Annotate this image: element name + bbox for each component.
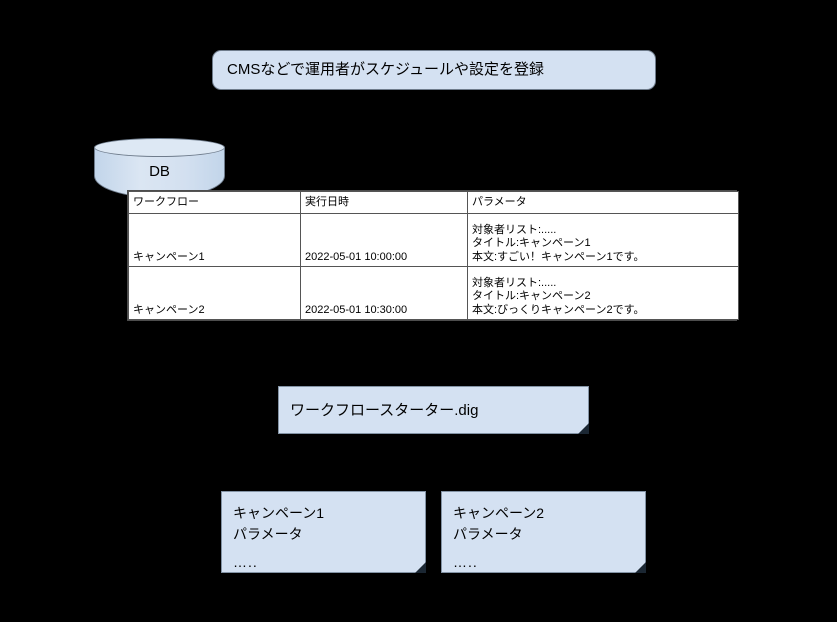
note-title: ワークフロースターター.dig (290, 402, 479, 419)
param-line-title: タイトル:キャンペーン1 (472, 237, 591, 250)
param-line-target-list: 対象者リスト:..... (472, 276, 557, 289)
note-title: キャンペーン2 (453, 505, 545, 521)
column-header-datetime: 実行日時 (300, 191, 468, 214)
note-subtitle: パラメータ (233, 526, 303, 543)
note-body (221, 491, 426, 573)
table-row[interactable]: キャンペーン1 2022-05-01 10:00:00 対象者リスト:.....… (128, 213, 739, 267)
cell-datetime: 2022-05-01 10:30:00 (300, 266, 468, 320)
cell-datetime: 2022-05-01 10:00:00 (300, 213, 468, 267)
database-cylinder-top-ellipse (94, 138, 225, 157)
note-body (441, 491, 646, 573)
database-cylinder[interactable]: DB (94, 138, 225, 198)
cell-workflow: キャンペーン1 (128, 213, 301, 267)
note-text-group: キャンペーン2 パラメータ ….. (453, 503, 634, 573)
note-title: キャンペーン1 (233, 505, 325, 521)
process-box-label: CMSなどで運用者がスケジュールや設定を登録 (227, 60, 544, 78)
cell-parameters: 対象者リスト:..... タイトル:キャンペーン1 本文:すごい！キャンペーン1… (467, 213, 739, 267)
workflow-table: ワークフロー 実行日時 パラメータ キャンペーン1 2022-05-01 10:… (127, 190, 739, 321)
note-text-group: ワークフロースターター.dig (290, 399, 577, 422)
column-header-parameters: パラメータ (467, 191, 739, 214)
note-ellipsis: ….. (453, 553, 478, 570)
column-header-workflow: ワークフロー (128, 191, 301, 214)
param-line-body: 本文:すごい！キャンペーン1です。 (472, 250, 645, 263)
cell-parameters: 対象者リスト:..... タイトル:キャンペーン2 本文:びっくりキャンペーン2… (467, 266, 739, 320)
table-header-row: ワークフロー 実行日時 パラメータ (128, 191, 739, 214)
note-body (278, 386, 589, 434)
note-campaign-2[interactable]: キャンペーン2 パラメータ ….. (441, 491, 646, 573)
table-row[interactable]: キャンペーン2 2022-05-01 10:30:00 対象者リスト:.....… (128, 266, 739, 320)
note-folded-corner-icon (415, 562, 426, 573)
param-line-body: 本文:びっくりキャンペーン2です。 (472, 303, 645, 316)
note-ellipsis: ….. (233, 553, 258, 570)
param-line-target-list: 対象者リスト:..... (472, 223, 557, 236)
database-label: DB (149, 163, 170, 180)
process-box-cms-registration[interactable]: CMSなどで運用者がスケジュールや設定を登録 (212, 50, 656, 90)
cell-workflow: キャンペーン2 (128, 266, 301, 320)
note-campaign-1[interactable]: キャンペーン1 パラメータ ….. (221, 491, 426, 573)
note-text-group: キャンペーン1 パラメータ ….. (233, 503, 414, 573)
note-folded-corner-icon (635, 562, 646, 573)
note-subtitle: パラメータ (453, 526, 523, 543)
note-folded-corner-icon (578, 423, 589, 434)
note-workflow-starter[interactable]: ワークフロースターター.dig (278, 386, 589, 434)
param-line-title: タイトル:キャンペーン2 (472, 290, 591, 303)
